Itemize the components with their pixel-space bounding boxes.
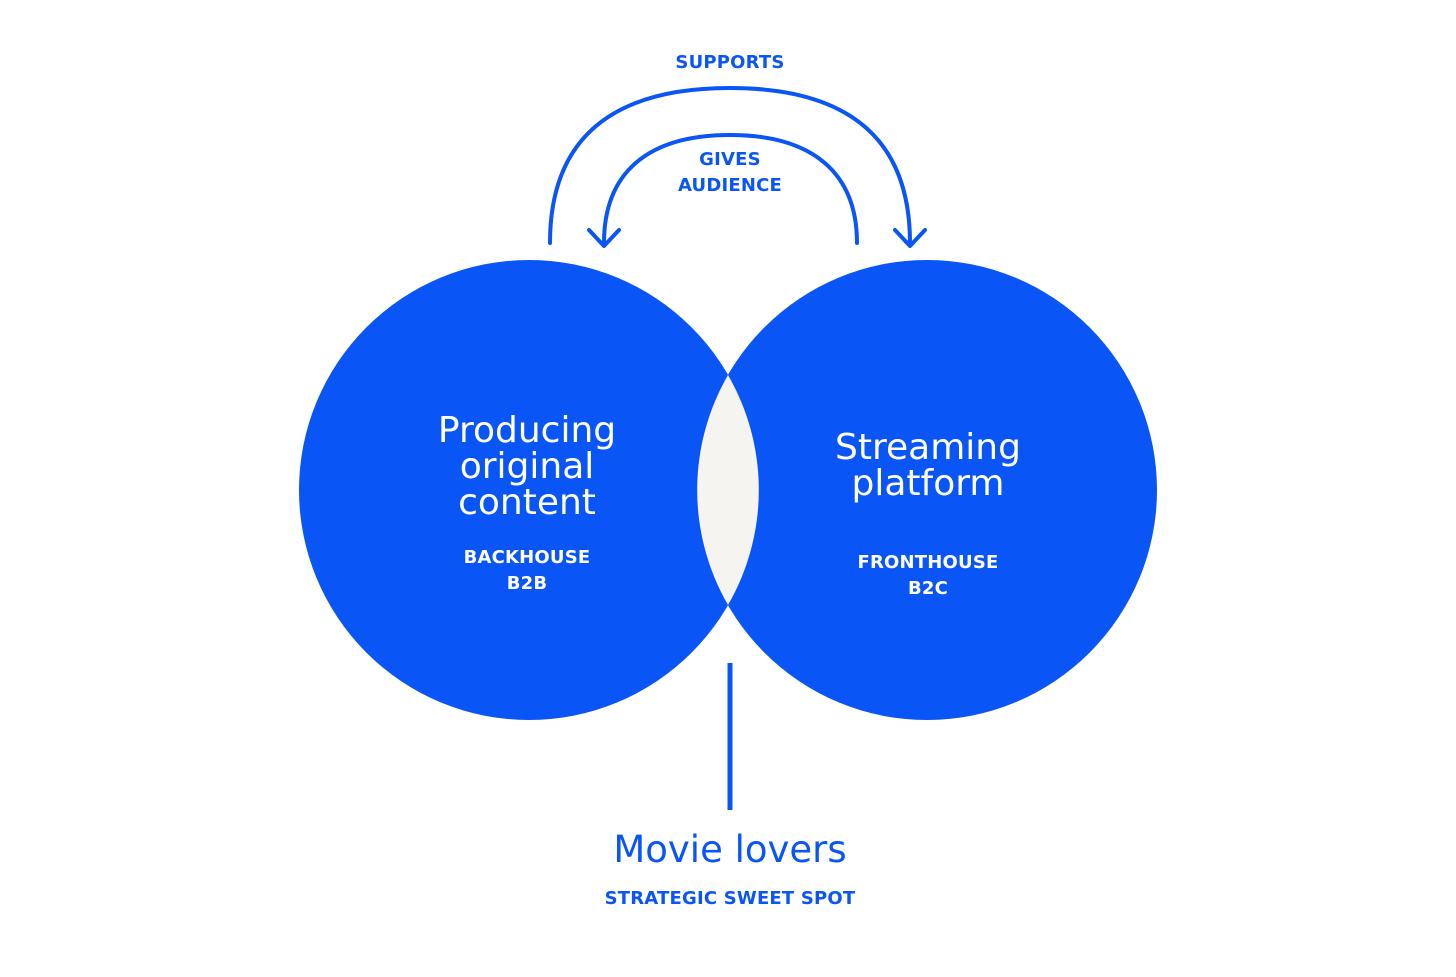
gives-audience-label-line1: GIVES: [699, 149, 761, 170]
right-circle-title-line2: platform: [851, 463, 1005, 504]
left-circle-sub-line2: B2B: [506, 573, 548, 594]
left-circle-title-line3: content: [458, 482, 596, 523]
right-circle-subtitle: FRONTHOUSE B2C: [828, 550, 1028, 602]
sweet-spot-title: Movie lovers: [613, 828, 847, 871]
left-circle-subtitle: BACKHOUSE B2B: [427, 545, 627, 597]
right-circle-title: Streaming platform: [778, 430, 1078, 502]
supports-arrow-arc: [548, 85, 912, 245]
right-circle: [697, 260, 1157, 720]
sweet-spot-subtitle: STRATEGIC SWEET SPOT: [604, 888, 856, 909]
right-circle-sub-line1: FRONTHOUSE: [857, 552, 999, 573]
gives-audience-label-line2: AUDIENCE: [677, 175, 783, 196]
right-circle-title-line1: Streaming: [835, 427, 1021, 468]
gives-audience-arrow-arc: [602, 132, 859, 245]
left-circle-sub-line1: BACKHOUSE: [463, 547, 591, 568]
overlap-region: [697, 375, 759, 605]
supports-arrow-head: [893, 228, 927, 248]
left-circle-title: Producing original content: [377, 413, 677, 521]
left-circle-title-line1: Producing: [437, 410, 617, 451]
left-circle-title-line2: original: [459, 446, 595, 487]
right-circle-sub-line2: B2C: [907, 578, 949, 599]
gives-audience-arrow-head: [587, 228, 621, 248]
supports-label: SUPPORTS: [675, 52, 785, 73]
left-circle: [299, 260, 759, 720]
gives-audience-label: GIVES AUDIENCE: [630, 147, 830, 199]
